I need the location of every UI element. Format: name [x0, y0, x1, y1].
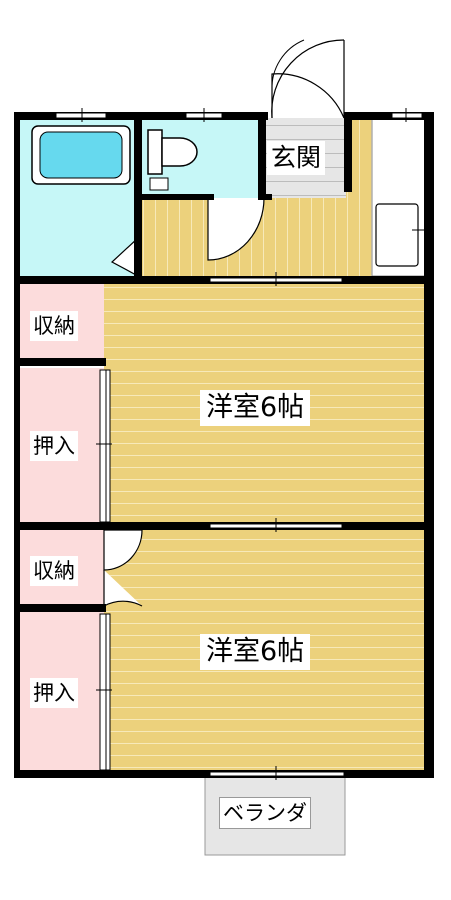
- toilet-bowl: [161, 137, 198, 167]
- closet-lower-label: 押入: [30, 678, 78, 708]
- storage-upper-label: 収納: [30, 311, 78, 341]
- toilet-tank: [147, 129, 163, 175]
- storage-door-swing: [103, 529, 143, 571]
- kitchen-sink: [375, 203, 419, 267]
- bathtub-basin: [39, 131, 123, 179]
- balcony-label: ベランダ: [219, 797, 311, 829]
- entrance-door-swing: [271, 73, 345, 119]
- closet-upper-label: 押入: [30, 431, 78, 461]
- toilet-door-swing: [207, 197, 265, 261]
- western-room-upper-label: 洋室6帖: [200, 390, 311, 426]
- entrance-label: 玄関: [267, 141, 326, 175]
- toilet-paper: [149, 177, 169, 191]
- closet-sliding-doors: [99, 369, 111, 771]
- western-room-lower-label: 洋室6帖: [200, 634, 311, 670]
- storage-lower-label: 収納: [30, 556, 78, 586]
